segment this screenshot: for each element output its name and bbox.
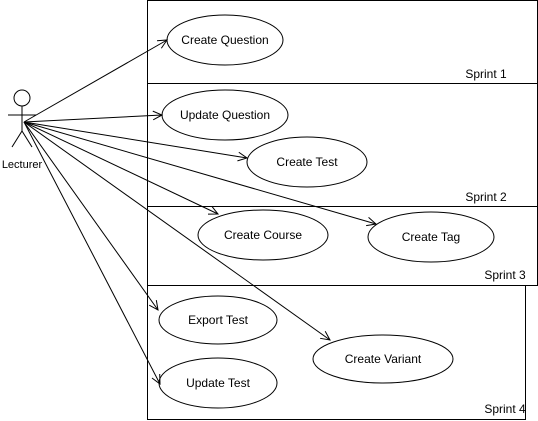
association-lines (23, 39, 378, 386)
use-case-export-test[interactable]: Export Test (158, 295, 278, 345)
association-line-export-test (23, 121, 159, 311)
association-line-create-course (23, 121, 219, 215)
arrowhead-export-test (148, 300, 159, 311)
association-line-create-variant (23, 121, 331, 341)
use-case-label: Create Test (276, 155, 338, 169)
use-case-label: Update Test (186, 376, 250, 390)
use-case-create-test[interactable]: Create Test (246, 136, 368, 188)
association-line-create-question (23, 39, 168, 123)
arrowhead-create-tag (366, 216, 378, 227)
use-case-label: Update Question (180, 108, 270, 122)
sprint-4-label: Sprint 4 (484, 402, 526, 416)
arrowhead-create-variant (320, 330, 331, 341)
sprint-3-label: Sprint 3 (484, 268, 526, 282)
association-line-create-test (23, 121, 248, 159)
use-case-label: Create Variant (345, 352, 422, 366)
actor-label: Lecturer (2, 159, 43, 171)
sprint-1-label: Sprint 1 (465, 67, 507, 81)
arrowhead-update-question (152, 110, 164, 121)
actor-head (13, 89, 31, 107)
association-line-create-tag (23, 121, 377, 225)
arrowhead-create-question (156, 39, 168, 49)
use-case-create-question[interactable]: Create Question (166, 14, 284, 66)
use-case-label: Export Test (188, 313, 248, 327)
use-case-create-course[interactable]: Create Course (197, 209, 329, 261)
arrowhead-update-test (151, 373, 161, 386)
arrowhead-create-test (237, 151, 249, 162)
use-case-update-test[interactable]: Update Test (158, 357, 278, 409)
arrowhead-create-course (207, 205, 220, 215)
actor-right-leg (21, 130, 33, 148)
actor-lecturer[interactable]: Lecturer (2, 89, 43, 171)
use-case-label: Create Tag (402, 230, 460, 244)
sprint-2-label: Sprint 2 (465, 190, 507, 204)
actor-left-leg (11, 130, 23, 148)
use-case-update-question[interactable]: Update Question (161, 89, 289, 141)
association-line-update-question (23, 114, 163, 123)
use-case-label: Create Question (181, 33, 268, 47)
use-case-create-tag[interactable]: Create Tag (367, 211, 495, 263)
use-case-create-variant[interactable]: Create Variant (312, 334, 454, 384)
association-line-update-test (23, 121, 161, 385)
use-case-label: Create Course (224, 228, 302, 242)
